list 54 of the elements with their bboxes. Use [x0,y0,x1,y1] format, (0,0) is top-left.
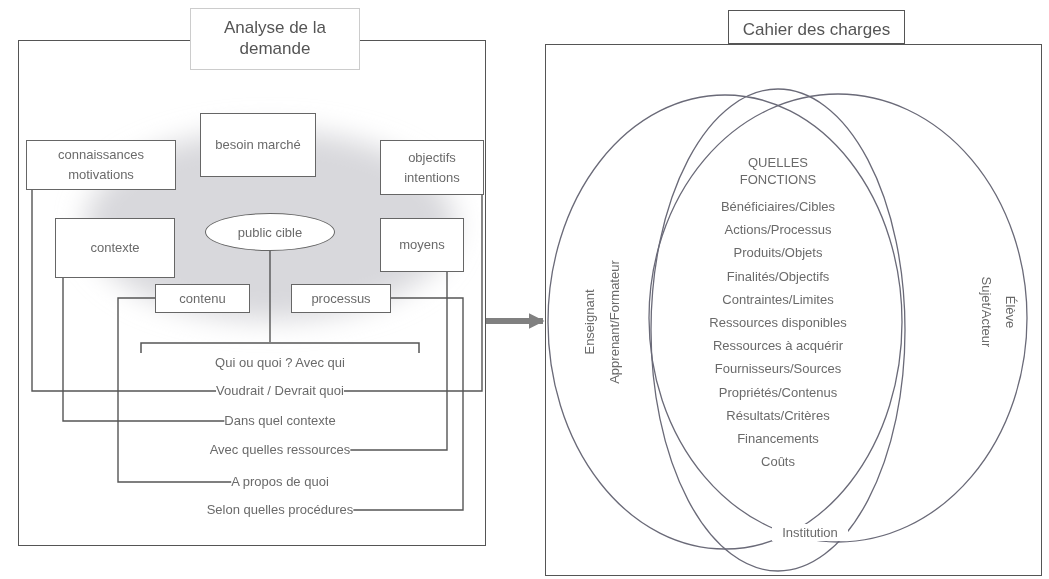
ellipse-label: public cible [237,224,303,240]
connector-line [349,271,448,451]
side-label: Enseignant [581,288,598,357]
function-item: Financements [736,430,820,447]
box-label: processus [310,289,372,308]
function-item: Produits/Objets [732,244,824,262]
process-box [26,140,176,190]
question-text: Selon quelles procédures [206,501,354,519]
box-label: contenu [178,289,227,308]
process-box [380,140,484,195]
heading-text: QUELLES FONCTIONS [738,154,818,188]
function-item: Contraintes/Limites [721,290,835,308]
arrow [486,313,545,329]
ellipse-node [648,93,1028,543]
ellipse-node [650,88,906,572]
ellipse-node [547,94,903,550]
process-box [55,218,175,278]
box-label: connaissances motivations [57,146,145,184]
connector-line [31,189,217,392]
question-text: Avec quelles ressources [209,441,351,459]
panel-title: Analyse de la demande [190,8,360,70]
connector-line [117,297,232,483]
side-label: Apprenant/Formateur [606,259,623,386]
box-label: moyens [398,236,446,254]
function-item: Bénéficiaires/Cibles [719,198,837,215]
function-item: Ressources disponibles [708,314,848,331]
panel-title: Cahier des charges [728,10,905,44]
box-label: objectifs intentions [403,148,461,187]
process-box [155,284,250,313]
box-label: besoin marché [214,136,302,154]
connector-line [62,277,226,422]
function-item: Coûts [760,453,796,471]
function-item: Actions/Processus [723,221,833,239]
panel [545,10,1042,576]
question-text: Qui ou quoi ? Avec qui [215,354,345,372]
function-item: Fournisseurs/Sources [713,360,843,378]
function-item: Propriétés/Contenus [717,383,839,401]
region-label: Institution [772,524,848,541]
question-text: Voudrait / Devrait quoi [216,382,344,400]
side-label: Sujet/Acteur [978,275,995,350]
panel [18,8,486,546]
box-label: contexte [89,239,141,257]
connector-line [269,250,271,343]
function-item: Finalités/Objectifs [725,267,831,285]
connector-line [352,297,464,511]
question-text: Dans quel contexte [224,412,336,430]
connector-line [343,194,483,392]
side-label: Élève [1002,294,1019,331]
function-item: Ressources à acquérir [711,337,845,355]
process-box [380,218,464,272]
function-item: Résultats/Critères [725,406,831,424]
process-box [291,284,391,313]
question-text: A propos de quoi [231,473,329,491]
process-box [200,113,316,177]
